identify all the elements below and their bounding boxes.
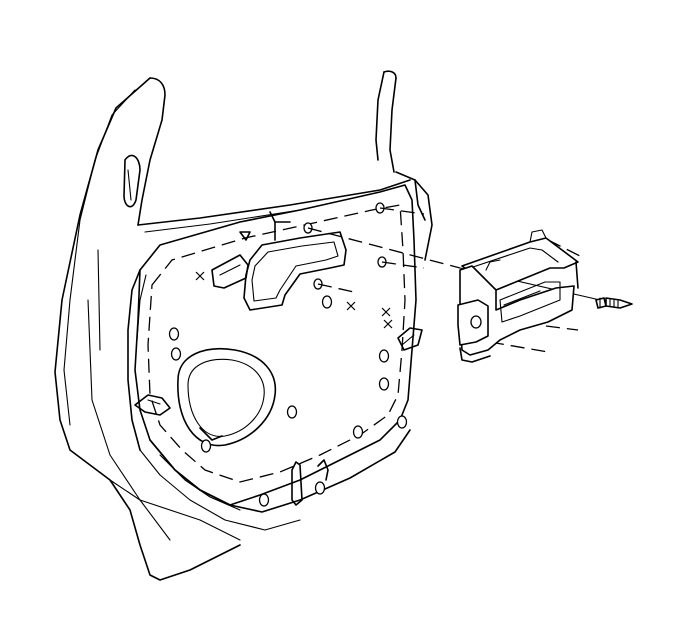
upper-bracket <box>211 231 251 289</box>
door-shell <box>54 70 433 581</box>
speaker-opening <box>134 348 277 447</box>
retaining-screw <box>595 297 633 309</box>
door-inner-panel <box>127 184 417 531</box>
right-clip <box>397 327 423 351</box>
x-marks <box>195 271 393 329</box>
handle-bracket <box>457 229 579 363</box>
lower-tabs <box>291 459 329 506</box>
